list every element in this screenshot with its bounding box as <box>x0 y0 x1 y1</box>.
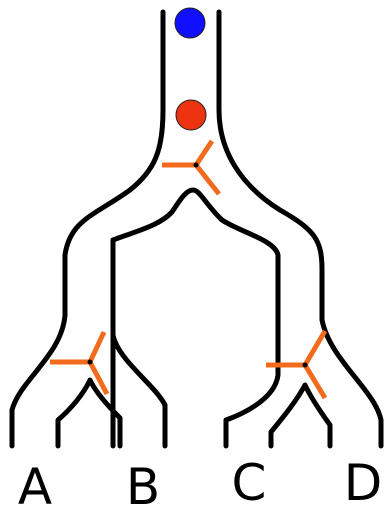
outlet-label-c: C <box>219 458 279 508</box>
central-divider-wall <box>113 190 278 446</box>
channel-walls <box>12 12 381 446</box>
outlet-label-d: D <box>333 458 388 508</box>
outlet-label-a: A <box>5 462 65 512</box>
outlet-label-b: B <box>113 462 173 512</box>
red-ball <box>176 100 206 130</box>
top-junction-valve <box>162 141 219 194</box>
blue-ball <box>175 8 205 38</box>
